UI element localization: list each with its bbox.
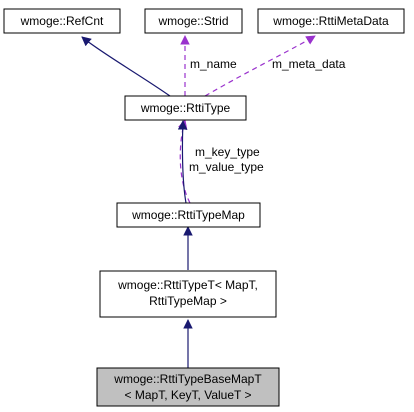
node-typet-label-line2: RttiTypeMap > <box>149 294 227 308</box>
edge-labels: m_name m_meta_data m_key_type m_value_ty… <box>189 57 346 174</box>
node-rttitype-label: wmoge::RttiType <box>140 101 231 115</box>
edge-metadata-to-rttitype <box>204 35 316 97</box>
node-typet-label-line1: wmoge::RttiTypeT< MapT, <box>117 278 258 292</box>
node-basemap-label-line1: wmoge::RttiTypeBaseMapT <box>113 372 262 386</box>
node-strid[interactable]: wmoge::Strid <box>144 8 243 34</box>
node-rttitype[interactable]: wmoge::RttiType <box>124 95 247 121</box>
edge-typemap-inherits-rttitype <box>177 120 188 204</box>
node-basemap[interactable]: wmoge::RttiTypeBaseMapT < MapT, KeyT, Va… <box>96 367 280 407</box>
node-refcnt-label: wmoge::RefCnt <box>20 14 104 28</box>
edge-label-name: m_name <box>190 57 237 71</box>
node-typemap[interactable]: wmoge::RttiTypeMap <box>116 202 261 228</box>
edge-label-value-type: m_value_type <box>189 160 264 174</box>
edge-label-key-type: m_key_type <box>195 145 260 159</box>
node-strid-label: wmoge::Strid <box>157 14 228 28</box>
edge-rttitype-to-refcnt <box>81 36 171 97</box>
node-metadata-label: wmoge::RttiMetaData <box>272 14 389 28</box>
node-basemap-label-line2: < MapT, KeyT, ValueT > <box>125 388 252 402</box>
node-typet[interactable]: wmoge::RttiTypeT< MapT, RttiTypeMap > <box>99 270 277 318</box>
node-refcnt[interactable]: wmoge::RefCnt <box>3 8 121 34</box>
edge-label-meta-data: m_meta_data <box>272 57 346 71</box>
node-typemap-label: wmoge::RttiTypeMap <box>131 208 245 222</box>
node-metadata[interactable]: wmoge::RttiMetaData <box>257 8 405 34</box>
edges <box>81 35 316 368</box>
